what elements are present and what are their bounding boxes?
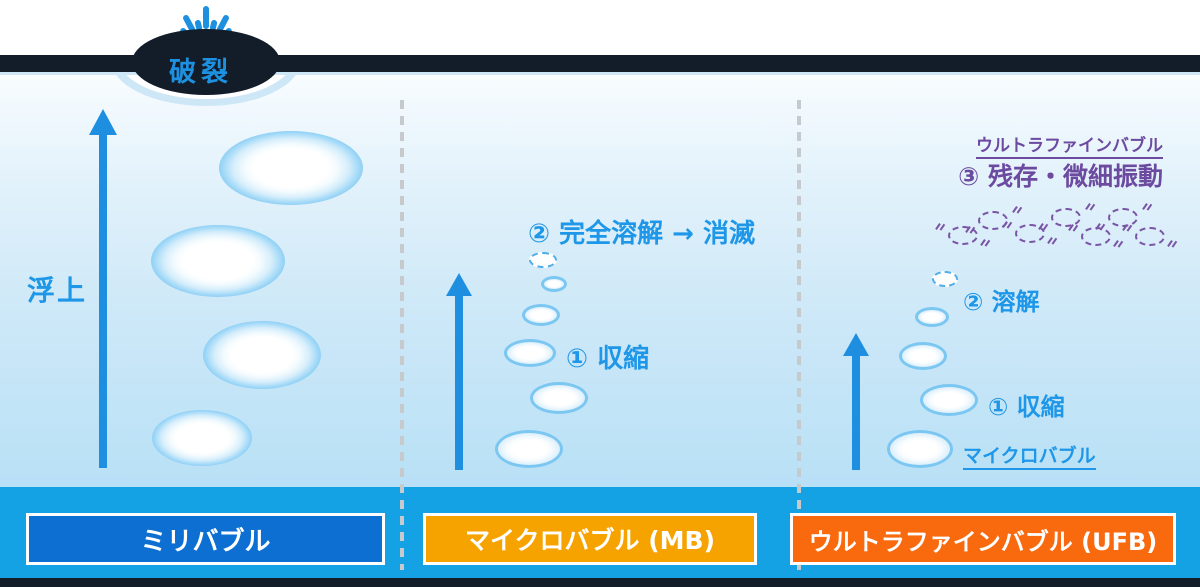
micro-step2-label: ② 完全溶解 → 消滅 xyxy=(528,219,755,249)
milli-bubble xyxy=(151,225,285,297)
ufb-bubble-icon xyxy=(1015,224,1045,243)
footer-label: ウルトラファインバブル (UFB) xyxy=(808,527,1158,556)
ufb-bubble-icon xyxy=(978,211,1008,230)
ufb-micro-note-text: マイクロバブル xyxy=(963,445,1096,470)
footer-label: ミリバブル xyxy=(140,526,271,557)
rise-arrow-head xyxy=(843,333,869,356)
ufb-bubble xyxy=(915,307,949,327)
dissolving-bubble xyxy=(932,271,958,287)
ufb-bubble-icon xyxy=(948,226,978,245)
ufb-micro-note: マイクロバブル xyxy=(963,441,1096,470)
ufb-bubble xyxy=(899,342,947,370)
rise-arrow-shaft xyxy=(99,133,107,468)
ufb-bubble xyxy=(920,384,978,416)
micro-bubble xyxy=(504,339,556,367)
ufb-step3-label: ③ 残存・微細振動 xyxy=(958,162,1163,191)
milli-bubble xyxy=(219,131,363,205)
ufb-bubble-icon xyxy=(1051,208,1081,227)
ufb-step1-label: ① 収縮 xyxy=(988,393,1065,421)
water-area: 浮上 ② 完全溶解 → 消滅 ① 収縮 ウルトラファインバブル ③ 残存・微細振… xyxy=(0,72,1200,487)
milli-bubble xyxy=(203,321,321,389)
rise-arrow-shaft xyxy=(455,295,463,470)
column-divider xyxy=(797,100,801,570)
rise-arrow-head xyxy=(89,109,117,135)
micro-bubble xyxy=(530,382,588,414)
ufb-bubble-icon xyxy=(1108,208,1138,227)
footer-box-millibubble: ミリバブル xyxy=(26,513,385,565)
ufb-bubble xyxy=(887,430,953,468)
micro-bubble xyxy=(541,276,567,292)
burst-label: 破裂 xyxy=(169,57,233,88)
ufb-heading-text: ウルトラファインバブル xyxy=(976,136,1163,159)
dissolving-bubble xyxy=(529,252,557,268)
micro-step1-label: ① 収縮 xyxy=(566,344,650,374)
bottom-edge-strip xyxy=(0,578,1200,587)
micro-bubble xyxy=(522,304,560,326)
rise-arrow-shaft xyxy=(852,355,860,470)
footer-box-microbubble: マイクロバブル (MB) xyxy=(423,513,757,565)
rise-arrow-head xyxy=(446,273,472,296)
micro-bubble xyxy=(495,430,563,468)
rise-label: 浮上 xyxy=(27,274,88,307)
ufb-step2-label: ② 溶解 xyxy=(963,288,1040,316)
footer-label: マイクロバブル (MB) xyxy=(465,526,715,555)
footer-box-ultrafinebubble: ウルトラファインバブル (UFB) xyxy=(790,513,1176,565)
milli-bubble xyxy=(152,410,252,466)
column-divider xyxy=(400,100,404,570)
burst-ray xyxy=(203,6,209,29)
ufb-heading: ウルトラファインバブル xyxy=(976,131,1163,159)
ufb-bubble-icon xyxy=(1135,227,1165,246)
water-surface-band xyxy=(0,55,1200,72)
